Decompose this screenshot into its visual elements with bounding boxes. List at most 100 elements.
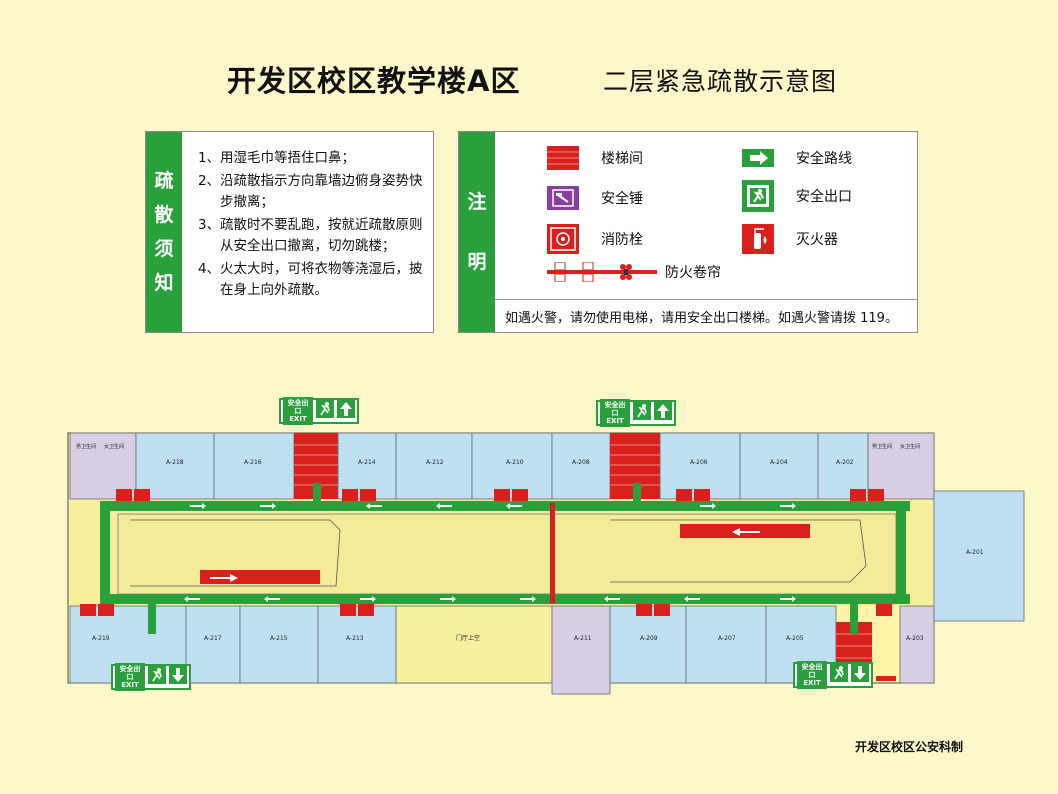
legend-item-shutter: 防火卷帘 [547,262,721,282]
room-label: A-204 [770,459,788,466]
notice-item-text: 沿疏散指示方向靠墙边俯身姿势快步撤离； [220,173,423,210]
room-label: A-203 [906,635,924,642]
room-label: A-201 [966,549,984,556]
room-a211 [551,605,611,695]
room-a203 [899,605,935,684]
fire-extinguisher-icon [742,224,774,254]
exit-sign-en: EXIT [121,681,139,689]
legend-item-exit: 安全出口 [742,180,852,212]
room-label: A-215 [270,635,288,642]
exit-running-man-icon [742,180,774,212]
room-label: A-217 [204,635,222,642]
toilet-label: 女卫生间 [104,443,124,450]
toilet-labels: 男卫生间 女卫生间 男卫生间 女卫生间 [76,443,920,450]
room-label: A-206 [690,459,708,466]
room-a204 [739,432,819,500]
room-label: A-210 [506,459,524,466]
legend-panel: 注 明 楼梯间 安全路线 安全锤 安全出口 消防栓 灭火器 [458,131,918,333]
notice-item: 2、沿疏散指示方向靠墙边俯身姿势快步撤离； [198,171,430,213]
page-subtitle: 二层紧急疏散示意图 [603,67,838,96]
notice-item-text: 用湿毛巾等捂住口鼻； [220,150,355,166]
notice-item-number: 4、 [198,261,221,277]
notice-heading-char: 知 [154,272,174,294]
fire-alarm-note: 如遇火警，请勿使用电梯，请用安全出口楼梯。如遇火警请拨 119。 [495,299,917,332]
room-label: 门厅上空 [456,634,480,642]
room-label: A-214 [358,459,376,466]
exit-sign-en: EXIT [803,679,821,687]
legend-item-hydrant: 消防栓 [547,224,643,254]
notice-item-number: 1、 [198,150,221,166]
running-man-icon [316,400,334,422]
notice-item-text: 疏散时不要乱跑，按就近疏散原则从安全出口撤离，切勿跳楼； [220,217,423,254]
exit-sign-cn: 安全出口 [604,401,626,417]
room-label: A-211 [574,635,592,642]
legend-label: 安全锤 [601,191,643,207]
notice-item-text: 火太大时，可将衣物等浇湿后，披在身上向外疏散。 [220,261,423,298]
room-label: A-218 [166,459,184,466]
legend-label: 安全路线 [796,151,852,167]
toilet-label: 男卫生间 [872,443,892,450]
running-man-icon [633,402,651,424]
room-label: A-213 [346,635,364,642]
arrow-down-icon [851,664,869,686]
notice-item: 3、疏散时不要乱跑，按就近疏散原则从安全出口撤离，切勿跳楼； [198,215,430,257]
notice-heading-char: 散 [154,204,174,226]
legend-item-hammer: 安全锤 [547,186,643,210]
fire-shutter-icon [547,262,657,282]
room-a212 [395,432,473,500]
room-label: A-216 [244,459,262,466]
legend-label: 安全出口 [796,189,852,205]
room-a209 [609,605,687,684]
credit: 开发区校区公安科制 [855,740,964,754]
exit-sign-cn: 安全出口 [119,665,141,681]
toilet-label: 女卫生间 [900,443,920,450]
arrow-down-icon [169,666,187,688]
notice-item: 1、用湿毛巾等捂住口鼻； [198,148,430,169]
notice-item-number: 3、 [198,217,221,233]
legend-label: 灭火器 [796,232,838,248]
room-label: A-209 [640,635,658,642]
page-title: 开发区校区教学楼A区 [227,64,521,98]
legend-label: 消防栓 [601,232,643,248]
notice-heading-char: 须 [154,238,174,260]
arrow-up-icon [337,400,355,422]
arrow-up-icon [654,402,672,424]
exit-sign-en: EXIT [289,415,307,423]
notice-heading: 疏 散 须 知 [146,132,182,332]
running-man-icon [148,666,166,688]
room-a202 [817,432,869,500]
room-a218 [135,432,215,500]
legend-item-extinguisher: 灭火器 [742,224,838,254]
room-a210 [471,432,553,500]
room-a215 [239,605,319,684]
notice-item: 4、火太大时，可将衣物等浇湿后，披在身上向外疏散。 [198,259,430,301]
legend-heading: 注 明 [459,132,495,332]
legend-item-stairs: 楼梯间 [547,146,643,170]
evacuation-notice-panel: 疏 散 须 知 1、用湿毛巾等捂住口鼻； 2、沿疏散指示方向靠墙边俯身姿势快步撤… [145,131,434,333]
exit-sign-cn: 安全出口 [801,663,823,679]
toilet-east [867,432,935,500]
evacuation-route [100,483,910,634]
legend-label: 防火卷帘 [665,265,721,281]
room-label: A-219 [92,635,110,642]
room-a201 [933,490,1025,622]
notice-list: 1、用湿毛巾等捂住口鼻； 2、沿疏散指示方向靠墙边俯身姿势快步撤离； 3、疏散时… [198,148,430,303]
room-a214 [337,432,397,500]
room-a208 [551,432,611,500]
room-label: A-205 [786,635,804,642]
room-label: A-212 [426,459,444,466]
room-a216 [213,432,295,500]
room-label: A-208 [572,459,590,466]
toilet-label: 男卫生间 [76,443,96,450]
lobby-void [395,605,553,684]
room-labels-bottom: A-219 A-217 A-215 A-213 门厅上空 A-211 A-209… [92,549,984,642]
